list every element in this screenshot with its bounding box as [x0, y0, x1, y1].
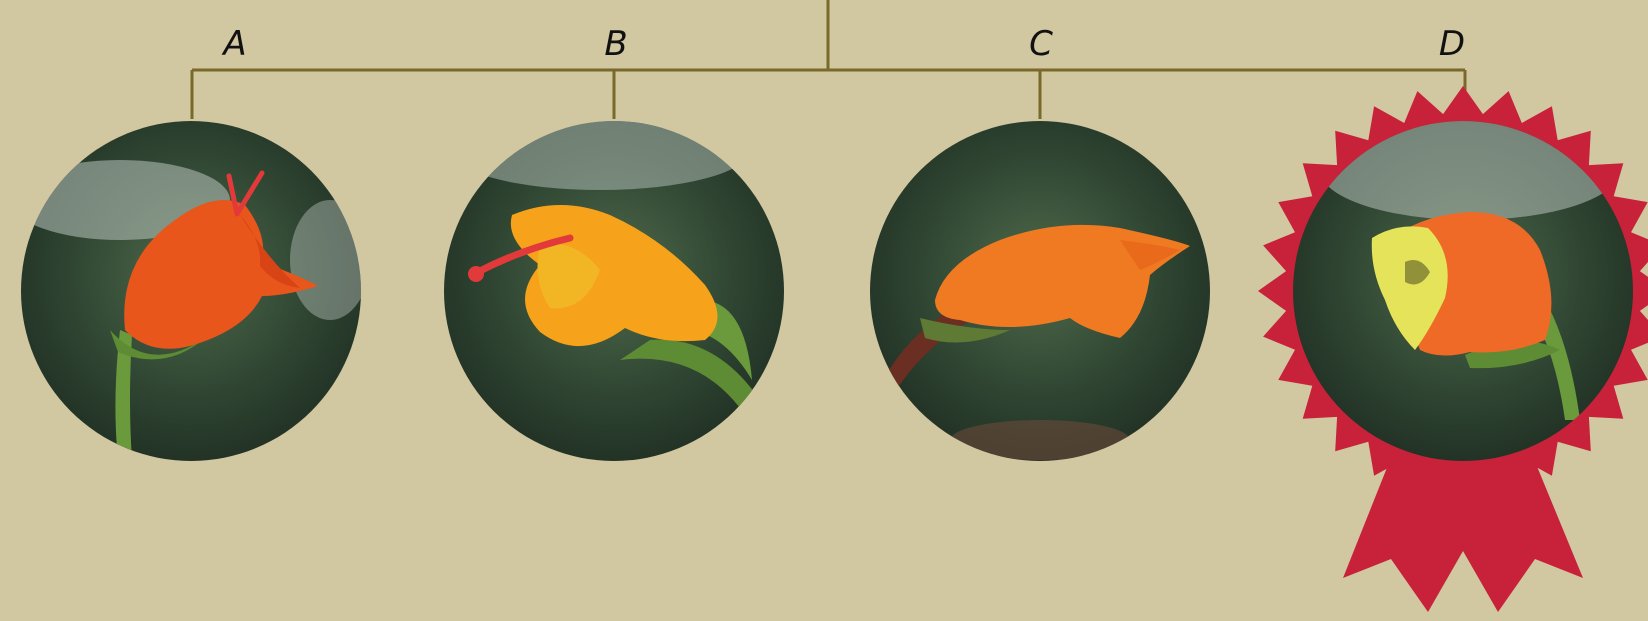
label-d: D: [1439, 24, 1465, 64]
label-b: B: [604, 24, 627, 64]
flower-photo-d: [1293, 120, 1633, 461]
leaf-d: [1293, 120, 1633, 461]
label-a: A: [221, 24, 246, 64]
flower-photo-c: [870, 121, 1210, 461]
leaf-c: [870, 121, 1210, 461]
label-c: C: [1029, 24, 1053, 64]
